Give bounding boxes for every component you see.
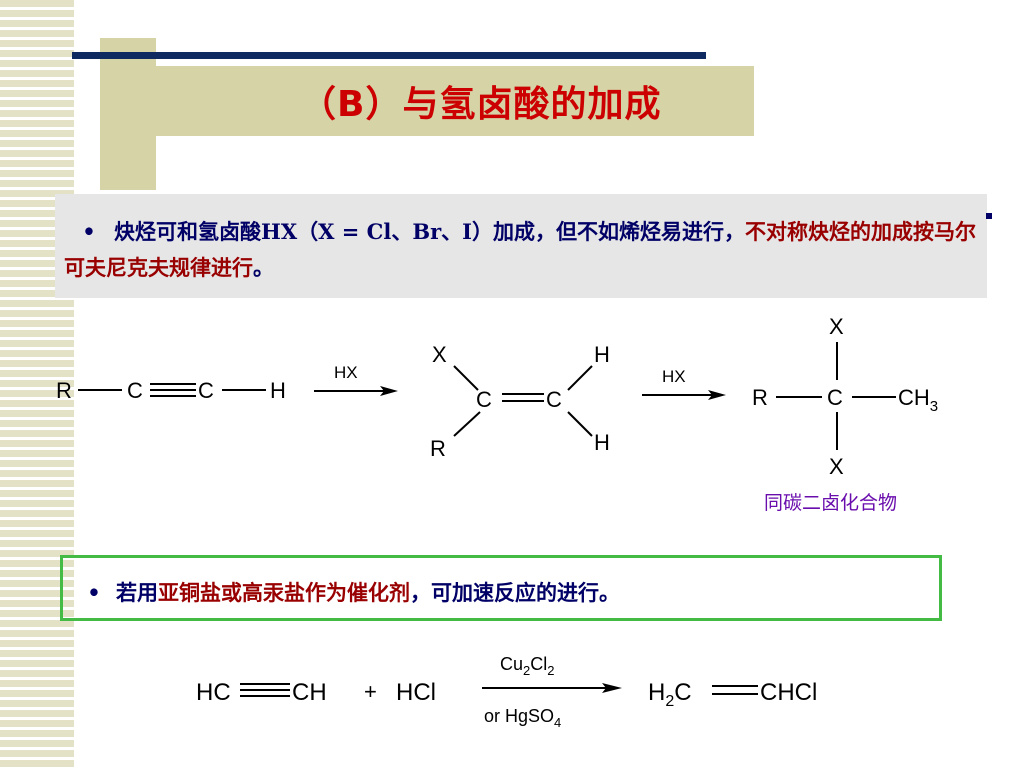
product-structure: X R C CH3 X	[752, 314, 938, 479]
arrow-head	[708, 390, 726, 400]
alkene-structure: X C C R H H	[430, 342, 610, 461]
bullet1-text: 炔烃可和氢卤酸HX（X = Cl、Br、I）加成，但不如烯烃易进行，	[114, 219, 745, 244]
decorative-block-vertical	[100, 38, 156, 190]
product-ch3: CH3	[898, 385, 938, 415]
alkene-c2: C	[546, 387, 562, 412]
bullet-icon: •	[82, 219, 96, 244]
product-chcl: CHCl	[760, 679, 817, 706]
title-rule	[72, 52, 706, 59]
product-x-bottom: X	[829, 454, 844, 479]
product-caption: 同碳二卤化合物	[764, 492, 898, 514]
bullet2-paragraph: • 若用亚铜盐或高汞盐作为催化剂，可加速反应的进行。	[72, 578, 932, 608]
bond-single	[567, 365, 593, 391]
bullet2-text-post: ，可加速反应的进行。	[410, 580, 620, 605]
reaction-arrow-2: HX	[642, 367, 726, 400]
bullet-icon: •	[87, 580, 101, 605]
product-h2c: H2C	[648, 679, 692, 710]
bullet1-paragraph: • 炔烃可和氢卤酸HX（X = Cl、Br、I）加成，但不如烯烃易进行，不对称炔烃…	[64, 214, 984, 286]
alkene-c1: C	[476, 387, 492, 412]
bullet1-box	[55, 194, 987, 298]
alkyne-c1: C	[127, 378, 143, 403]
alkyne-r: R	[56, 378, 72, 403]
alkyne-h: H	[270, 378, 286, 403]
acetylene-left: HC	[196, 679, 231, 706]
alkyne-c2: C	[198, 378, 214, 403]
slide-title: （B）与氢卤酸的加成	[300, 84, 662, 125]
alkyne-structure: R C C H	[56, 378, 286, 403]
product-r: R	[752, 385, 768, 410]
decorative-stripes	[0, 0, 74, 768]
arrow-head	[380, 386, 398, 396]
product-c: C	[827, 385, 843, 410]
bond-single	[453, 365, 479, 391]
bullet2-highlight: 亚铜盐或高汞盐作为催化剂	[158, 580, 410, 605]
arrow1-label: HX	[334, 363, 358, 382]
hcl: HCl	[396, 679, 436, 706]
alkene-x: X	[432, 342, 447, 367]
bond-single	[567, 411, 593, 437]
alkene-h-bottom: H	[594, 430, 610, 455]
acetylene-right: CH	[292, 679, 327, 706]
arrow2-label: HX	[662, 367, 686, 386]
catalyst-bottom: or HgSO4	[484, 706, 561, 730]
bullet1-highlight: 不对称炔烃的加成按马尔可夫尼克夫规律进行	[64, 219, 976, 280]
bullet1-end: 。	[253, 255, 274, 280]
product-x-top: X	[829, 314, 844, 339]
bond-single	[453, 411, 481, 437]
title-band	[156, 66, 754, 136]
reaction-arrow-1: HX	[314, 363, 398, 396]
alkene-r: R	[430, 436, 446, 461]
bullet2-box	[60, 555, 942, 621]
decorative-square	[986, 213, 992, 219]
catalyst-top: Cu2Cl2	[500, 654, 554, 678]
alkene-h-top: H	[594, 342, 610, 367]
plus-sign: +	[364, 679, 377, 704]
arrow-head	[602, 683, 622, 693]
bullet2-text-pre: 若用	[116, 580, 158, 605]
